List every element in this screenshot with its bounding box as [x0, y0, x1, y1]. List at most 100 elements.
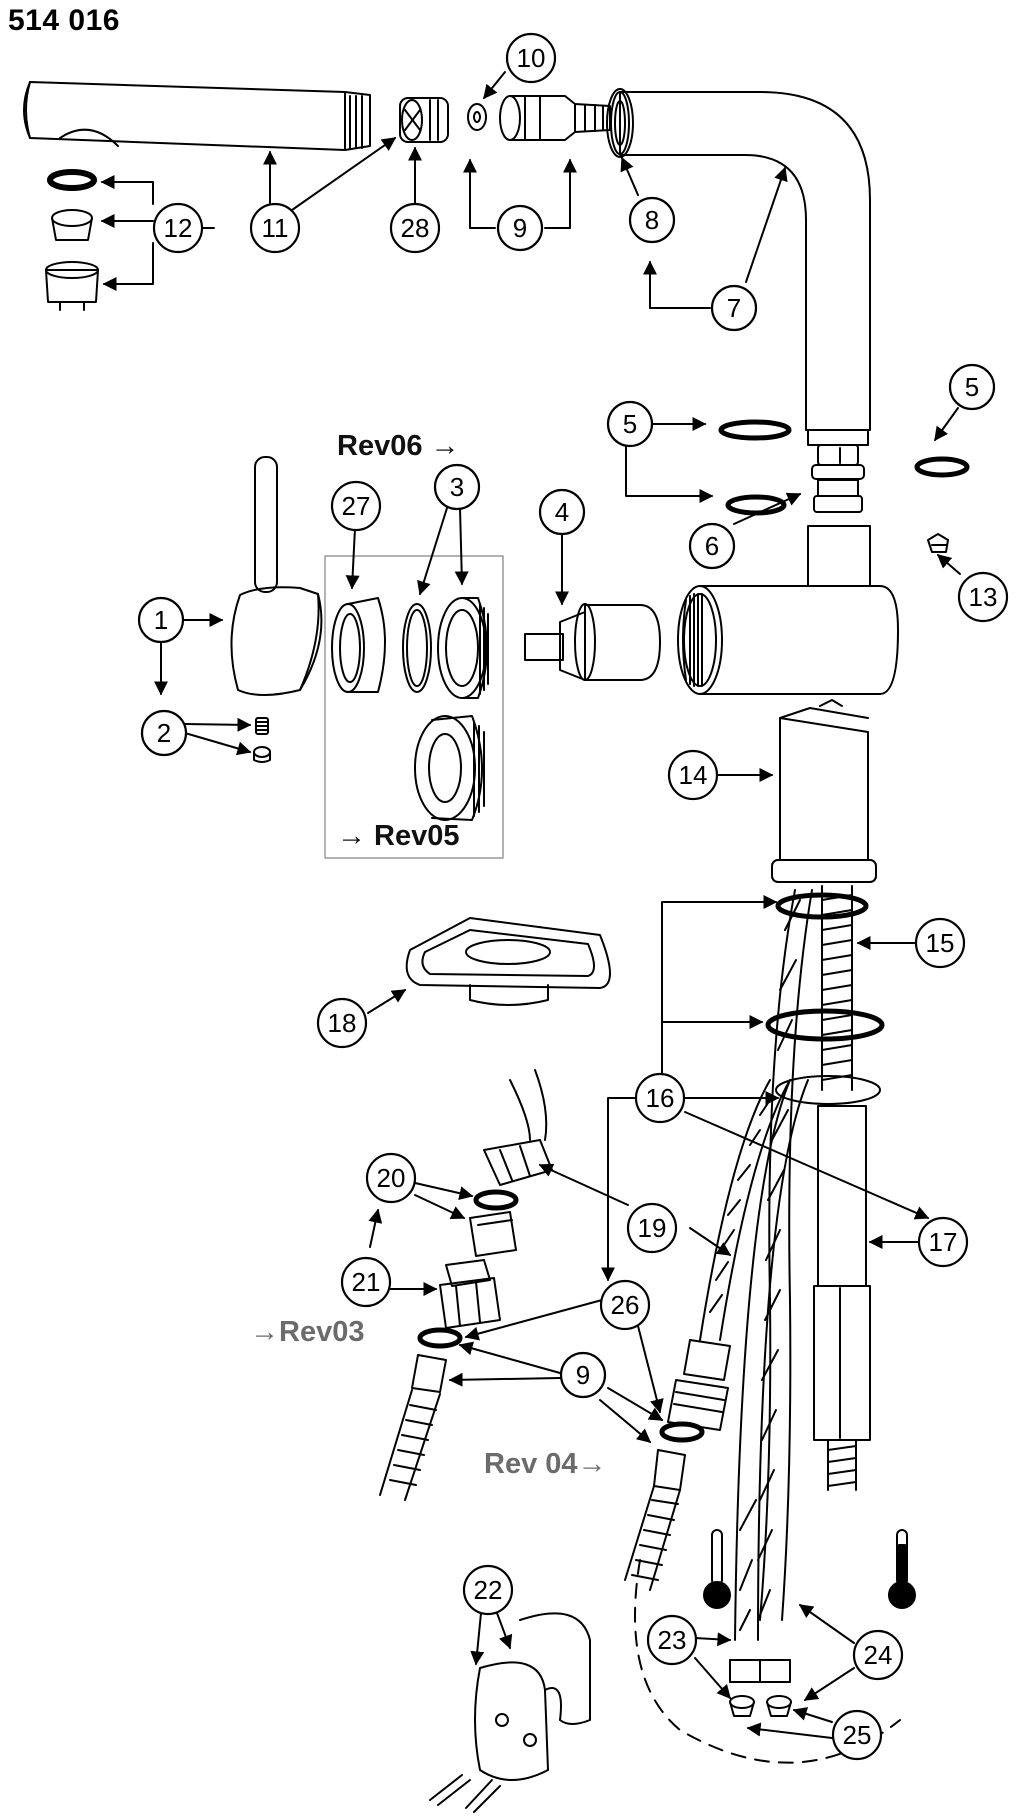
- clamp-part-22: [429, 1612, 591, 1813]
- braided-hose-part-19: [667, 1079, 791, 1431]
- o-rings-part-5: [718, 419, 970, 516]
- callout-13: 13: [957, 571, 1009, 623]
- hot-water-thermometer-icon: [888, 1529, 916, 1609]
- svg-text:1: 1: [154, 605, 168, 635]
- hose-fitting-part-23: [729, 1659, 791, 1683]
- callout-8: 8: [628, 196, 676, 244]
- adaptor-part-20: [469, 1189, 519, 1257]
- svg-text:15: 15: [926, 928, 955, 958]
- callout-22: 22: [462, 1564, 514, 1616]
- revision-label-rev05: → Rev05: [337, 820, 460, 852]
- callout-5a: 5: [606, 400, 654, 448]
- svg-text:28: 28: [401, 213, 430, 243]
- svg-text:7: 7: [727, 293, 741, 323]
- callout-26: 26: [599, 1279, 651, 1331]
- screw-part-13: [927, 533, 949, 553]
- svg-text:6: 6: [705, 531, 719, 561]
- svg-text:23: 23: [658, 1625, 687, 1655]
- adaptor-part-21: [439, 1259, 501, 1329]
- callout-28: 28: [389, 202, 441, 254]
- mounting-sleeve-part-14: [771, 699, 877, 883]
- cold-water-thermometer-icon: [703, 1529, 731, 1609]
- revision-label-rev03: →Rev03: [250, 1316, 365, 1348]
- document-title: 514 016: [8, 4, 120, 37]
- hose-nut-part: [483, 1069, 553, 1186]
- svg-text:25: 25: [843, 1720, 872, 1750]
- cartridge-part-4: [524, 603, 661, 681]
- svg-text:8: 8: [645, 205, 659, 235]
- washer-part-10: [467, 103, 487, 131]
- svg-text:12: 12: [164, 213, 193, 243]
- hose-end-part-9: [499, 95, 611, 141]
- svg-text:13: 13: [969, 582, 998, 612]
- callout-3: 3: [433, 463, 481, 511]
- svg-text:21: 21: [352, 1267, 381, 1297]
- svg-text:22: 22: [474, 1575, 503, 1605]
- lever-handle-part-1: [230, 456, 323, 696]
- threaded-stud-part-15: [821, 885, 853, 1091]
- washer-part-26-rev04: [659, 1421, 705, 1443]
- callout-9-bottom: 9: [559, 1351, 607, 1399]
- connector-part-28: [399, 97, 449, 143]
- plate-part-16: [775, 1075, 881, 1105]
- svg-text:3: 3: [450, 472, 464, 502]
- callout-10: 10: [505, 32, 557, 84]
- spray-head-part: [23, 81, 371, 151]
- revision-label-rev06: Rev06 →: [337, 430, 460, 462]
- callout-23: 23: [646, 1614, 698, 1666]
- washer-part-26-rev03: [417, 1327, 463, 1349]
- callout-20: 20: [365, 1152, 417, 1204]
- callout-2: 2: [140, 709, 188, 757]
- svg-text:9: 9: [576, 1360, 590, 1390]
- svg-text:14: 14: [679, 760, 708, 790]
- svg-text:4: 4: [555, 497, 569, 527]
- svg-text:10: 10: [517, 43, 546, 73]
- svg-text:17: 17: [929, 1227, 958, 1257]
- svg-text:24: 24: [864, 1640, 893, 1670]
- seal-and-nut-part-3: [402, 597, 489, 699]
- svg-text:18: 18: [328, 1008, 357, 1038]
- callout-4: 4: [538, 488, 586, 536]
- svg-text:16: 16: [646, 1083, 675, 1113]
- callout-17: 17: [917, 1216, 969, 1268]
- svg-text:26: 26: [611, 1290, 640, 1320]
- flexible-hoses-part-24: [734, 889, 813, 1641]
- adaptor-ring-part-27: [331, 597, 386, 693]
- svg-text:20: 20: [377, 1163, 406, 1193]
- callout-27: 27: [330, 480, 382, 532]
- long-nut-part-17: [813, 1105, 871, 1491]
- callout-6: 6: [688, 522, 736, 570]
- o-ring-part-8: [606, 88, 634, 158]
- svg-text:9: 9: [513, 213, 527, 243]
- conduit-hose-rev03: [379, 1354, 447, 1501]
- revision-box: [324, 555, 504, 859]
- callout-15: 15: [914, 917, 966, 969]
- tap-body-housing: [677, 525, 899, 695]
- callout-5b: 5: [948, 363, 996, 411]
- base-gasket-part-18: [405, 917, 611, 1006]
- callout-25: 25: [831, 1709, 883, 1761]
- svg-text:11: 11: [262, 213, 289, 243]
- sink-outline: [634, 1559, 901, 1764]
- svg-text:19: 19: [638, 1213, 667, 1243]
- callout-18: 18: [316, 997, 368, 1049]
- callout-11: 11: [249, 202, 301, 254]
- callout-1: 1: [137, 596, 185, 644]
- washers-part-16: [765, 892, 885, 1042]
- callout-14: 14: [667, 749, 719, 801]
- svg-text:2: 2: [157, 718, 171, 748]
- callout-7: 7: [710, 284, 758, 332]
- grub-screw-part-2: [253, 717, 271, 763]
- callout-16: 16: [634, 1072, 686, 1124]
- rev05-nut-part: [414, 715, 485, 821]
- spout-body-part-7: [610, 91, 871, 513]
- callout-24: 24: [852, 1629, 904, 1681]
- filter-part-25: [729, 1695, 792, 1717]
- svg-text:5: 5: [965, 372, 979, 402]
- callout-21: 21: [340, 1256, 392, 1308]
- aerator-parts-12: [45, 169, 99, 311]
- conduit-hose-rev04: [624, 1449, 686, 1591]
- svg-text:5: 5: [623, 409, 637, 439]
